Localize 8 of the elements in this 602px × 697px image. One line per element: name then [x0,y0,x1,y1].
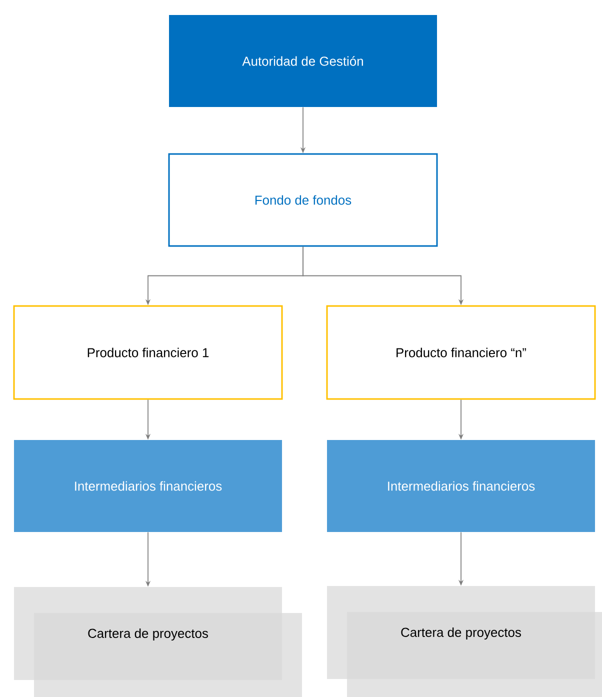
process-box: Producto financiero 1 [13,305,283,400]
process-box: Intermediarios financieros [14,440,282,532]
stacked-box: Cartera de proyectos [327,586,602,697]
process-box: Intermediarios financieros [327,440,595,532]
process-box: Autoridad de Gestión [169,15,437,107]
process-box: Fondo de fondos [168,153,438,247]
stacked-box: Cartera de proyectos [14,587,302,697]
process-box: Producto financiero “n” [326,305,596,400]
